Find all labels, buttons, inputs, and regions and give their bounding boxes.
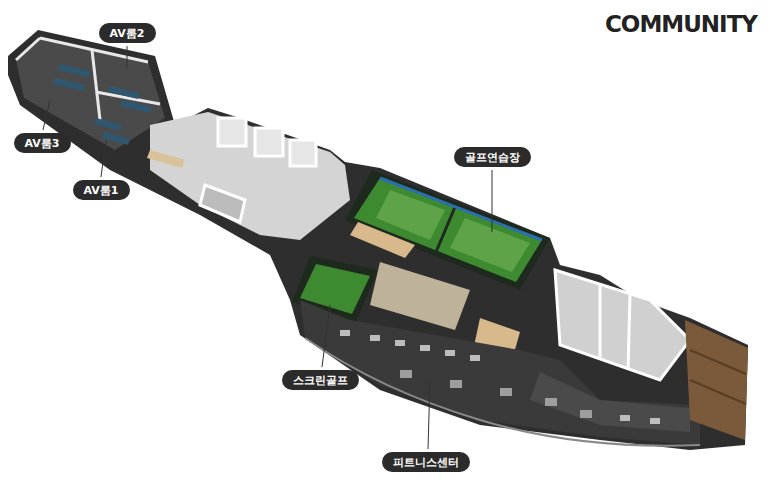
seat-row xyxy=(108,86,140,99)
wood-partition xyxy=(350,222,415,258)
callout-pill: 피트니스센터 xyxy=(382,452,470,472)
restroom xyxy=(290,140,316,166)
callout-label: 골프연습장 xyxy=(465,152,520,163)
fitness-equipment xyxy=(450,380,462,388)
leader-line xyxy=(322,305,330,367)
fitness-equipment xyxy=(620,415,630,421)
lounge-table xyxy=(147,150,185,168)
callout-pill: 골프연습장 xyxy=(454,147,531,167)
fitness-zone xyxy=(530,372,690,432)
fitness-equipment xyxy=(420,345,430,351)
restroom xyxy=(218,118,246,146)
fitness-equipment xyxy=(470,355,480,361)
callout-label: AV룸1 xyxy=(84,185,119,196)
seat-row xyxy=(120,100,152,113)
lounge-floor xyxy=(370,262,470,330)
callout-label: AV룸2 xyxy=(110,28,145,39)
fitness-equipment xyxy=(400,370,412,378)
golf-divider xyxy=(436,207,455,252)
callout-label: 스크린골프 xyxy=(293,375,348,386)
room xyxy=(200,185,245,222)
room-block xyxy=(555,270,690,380)
outer-wall xyxy=(8,30,748,450)
golf-mat xyxy=(450,218,530,272)
fitness-equipment xyxy=(500,388,512,396)
callout-pill: AV룸1 xyxy=(73,180,130,200)
fitness-equipment xyxy=(545,398,557,406)
wall xyxy=(599,285,602,360)
fitness-equipment xyxy=(650,418,660,424)
fitness-equipment xyxy=(580,410,592,418)
leader-line xyxy=(127,46,128,68)
page-title: COMMUNITY xyxy=(605,11,757,39)
leader-line xyxy=(492,170,493,232)
golf-screen xyxy=(380,178,542,240)
seat-row xyxy=(58,64,90,77)
locker-line xyxy=(690,350,746,374)
leader-line xyxy=(101,140,106,177)
callout-pill: AV룸2 xyxy=(99,23,156,43)
callout-pill: AV룸3 xyxy=(14,133,71,153)
leader-line xyxy=(43,100,50,130)
leader-line xyxy=(428,380,430,449)
restroom xyxy=(255,128,283,156)
fitness-equipment xyxy=(370,335,380,341)
fitness-equipment xyxy=(340,330,350,336)
wall xyxy=(92,50,100,120)
fitness-equipment xyxy=(445,350,455,356)
callout-label: 피트니스센터 xyxy=(393,457,459,468)
callout-pill: 스크린골프 xyxy=(282,370,359,390)
corridor-floor xyxy=(150,112,350,240)
locker-line xyxy=(690,380,746,404)
seat-row xyxy=(94,118,122,131)
wall xyxy=(628,295,630,370)
wall xyxy=(16,38,40,60)
locker-block xyxy=(685,320,748,440)
callout-label: AV룸3 xyxy=(25,138,60,149)
seat-row xyxy=(53,78,85,91)
seat-row xyxy=(102,132,130,145)
fitness-equipment xyxy=(395,340,405,346)
